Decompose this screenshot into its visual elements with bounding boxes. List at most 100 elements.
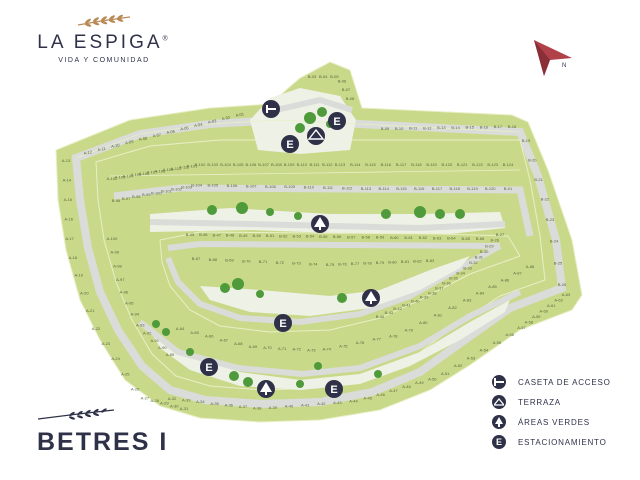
lot-label: B-107 bbox=[246, 183, 257, 188]
lot-label: A-77 bbox=[372, 337, 381, 342]
lot-label: B-106 bbox=[227, 183, 238, 188]
lot-label: A-29 bbox=[160, 401, 169, 406]
lot-label: A-97 bbox=[116, 277, 125, 282]
legend-label: ÁREAS VERDES bbox=[518, 417, 590, 427]
lot-label: B-74 bbox=[309, 261, 318, 266]
lot-label: A-41 bbox=[301, 402, 310, 407]
lot-label: A-32 bbox=[168, 396, 177, 401]
lot-label: B-57 bbox=[347, 234, 356, 239]
lot-label: B-05 bbox=[330, 74, 339, 79]
lot-label: A-82 bbox=[448, 305, 457, 310]
lot-label: B-27 bbox=[496, 232, 505, 237]
lot-label: B-37 bbox=[435, 285, 444, 290]
lot-label: B-17 bbox=[494, 124, 503, 129]
lot-label: B-24 bbox=[550, 239, 559, 244]
lot-label: A-109 bbox=[163, 167, 174, 172]
lot-label: A-90 bbox=[158, 345, 167, 350]
lot-label: B-41 bbox=[402, 302, 411, 307]
lot-label: A-96 bbox=[120, 290, 129, 295]
lot-label: B-124 bbox=[503, 162, 514, 167]
lot-label: B-10 bbox=[395, 126, 404, 131]
lot-label: A-48 bbox=[402, 384, 411, 389]
lot-label: A-05 bbox=[180, 125, 190, 132]
lot-label: B-29 bbox=[485, 243, 494, 248]
lot-label: B-104 bbox=[220, 162, 231, 167]
lot-label: A-53 bbox=[467, 355, 476, 360]
legend-label: ESTACIONAMIENTO bbox=[518, 437, 607, 447]
lot-label: A-33 bbox=[182, 398, 191, 403]
lot-label: B-101 bbox=[161, 188, 172, 193]
lot-label: A-28 bbox=[150, 398, 159, 403]
lot-label: A-81 bbox=[434, 313, 443, 318]
legend-label: CASETA DE ACCESO bbox=[518, 377, 611, 387]
svg-text:E: E bbox=[286, 139, 293, 151]
lot-label: A-47 bbox=[389, 388, 398, 393]
lot-label: A-36 bbox=[225, 403, 234, 408]
lot-label: B-120 bbox=[442, 162, 453, 167]
lot-label: B-100 bbox=[151, 190, 162, 195]
lot-label: B-20 bbox=[528, 157, 537, 162]
lot-label: B-40 bbox=[411, 299, 420, 304]
lot-label: B-82 bbox=[413, 259, 422, 264]
lot-label: B-35 bbox=[449, 276, 458, 281]
lot-label: A-20 bbox=[80, 290, 89, 295]
lot-label: B-109 bbox=[284, 162, 295, 167]
lot-label: B-116 bbox=[381, 162, 392, 167]
wheat-sprig-icon bbox=[77, 14, 131, 27]
lot-label: A-78 bbox=[389, 333, 398, 338]
lot-label: B-19 bbox=[522, 138, 531, 143]
lot-label: A-75 bbox=[339, 343, 348, 348]
lot-label: A-27 bbox=[141, 395, 150, 400]
lot-label: A-30 bbox=[170, 403, 179, 408]
lot-label: B-34 bbox=[456, 271, 465, 276]
lot-label: B-83 bbox=[426, 258, 435, 263]
lot-label: A-107 bbox=[147, 170, 158, 175]
lot-label: B-116 bbox=[414, 186, 425, 191]
road-inner-upper bbox=[113, 184, 534, 237]
lot-subdivisions bbox=[75, 119, 521, 177]
lot-label: A-31 bbox=[180, 406, 189, 411]
lot-label: A-23 bbox=[102, 341, 111, 346]
wheat-sprig-icon bbox=[37, 408, 115, 420]
lot-label: B-09 bbox=[381, 126, 390, 131]
legend-label: TERRAZA bbox=[518, 397, 561, 407]
lot-label: B-14 bbox=[451, 125, 460, 130]
green-area-marker bbox=[257, 380, 275, 398]
lot-label: B-118 bbox=[411, 162, 422, 167]
parking-marker: E bbox=[281, 135, 299, 153]
lot-label: A-25 bbox=[121, 371, 130, 376]
lot-label: A-92 bbox=[143, 331, 152, 336]
brand-title: LA ESPIGA® bbox=[37, 32, 171, 53]
lot-label: B-103 bbox=[207, 162, 218, 167]
lot-label: B-98 bbox=[132, 194, 141, 199]
lot-label: B-111 bbox=[323, 185, 334, 190]
lot-label: A-19 bbox=[74, 273, 83, 278]
lot-label: A-09 bbox=[125, 139, 135, 146]
lot-label: B-13 bbox=[437, 125, 446, 130]
lot-label: A-94 bbox=[130, 312, 139, 317]
lot-label: B-33 bbox=[463, 266, 472, 271]
lot-label: B-58 bbox=[361, 235, 370, 240]
lot-label: A-65 bbox=[190, 330, 199, 335]
lot-label: A-40 bbox=[285, 404, 294, 409]
lot-label: A-38 bbox=[253, 406, 262, 411]
lot-label: B-78 bbox=[363, 261, 372, 266]
lot-label: B-49 bbox=[239, 233, 248, 238]
lot-label: B-53 bbox=[292, 234, 301, 239]
svg-text:E: E bbox=[330, 384, 337, 396]
legend-item-green-areas: ÁREAS VERDES bbox=[492, 412, 632, 432]
lot-label: B-61 bbox=[404, 235, 413, 240]
lot-label: A-57 bbox=[517, 325, 526, 330]
road-inner-middle bbox=[149, 219, 506, 232]
lot-label: A-105 bbox=[131, 172, 142, 177]
lot-label: B-99 bbox=[142, 192, 151, 197]
lot-label: B-30 bbox=[480, 249, 489, 254]
lot-label: B-18 bbox=[508, 124, 517, 129]
lot-label: B-52 bbox=[279, 233, 288, 238]
lot-label: B-25 bbox=[554, 260, 563, 265]
lot-label: B-16 bbox=[480, 124, 489, 129]
lot-label: B-108 bbox=[265, 184, 276, 189]
lot-label: B-26 bbox=[558, 282, 567, 287]
lot-label: A-84 bbox=[476, 291, 485, 296]
lot-label: B-115 bbox=[396, 186, 407, 191]
